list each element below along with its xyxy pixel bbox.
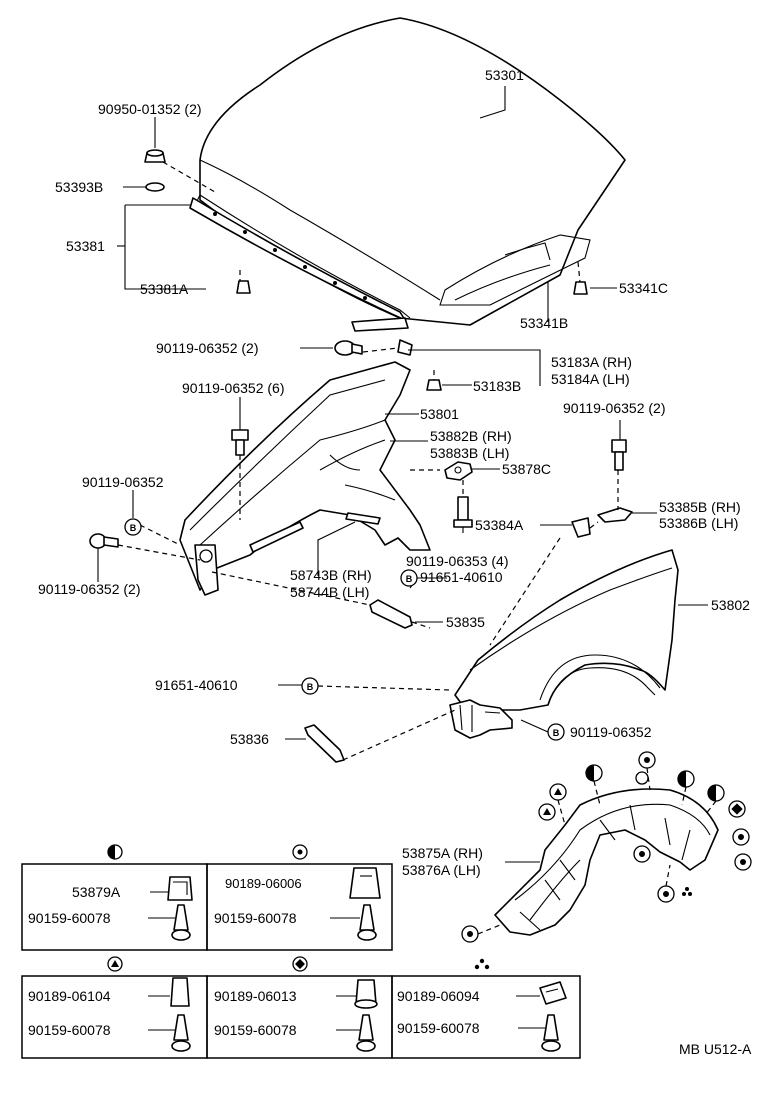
- label-bracket-a: 53384A: [475, 517, 524, 533]
- hood-pad: [351, 317, 409, 332]
- b-symbol-mid: B: [400, 569, 418, 587]
- brace-clip: [426, 379, 442, 391]
- b-symbol-right: B: [547, 723, 565, 741]
- label-brace-b: 53183B: [473, 378, 521, 394]
- svg-text:B: B: [307, 682, 314, 692]
- label-screw-dots: 90159-60078: [397, 1020, 480, 1036]
- fastener-table: [21, 863, 581, 1059]
- hood-bumper: [144, 149, 166, 163]
- label-bolt-4: 90119-06353 (4): [406, 553, 508, 569]
- b-symbol-lower: B: [301, 677, 319, 695]
- label-seal-b-rh: 58743B (RH): [290, 567, 372, 583]
- label-hood-pad: 53341B: [520, 315, 568, 331]
- bolt-53878c: [453, 496, 473, 528]
- label-liner-lh: 53876A (LH): [402, 862, 481, 878]
- bolt-front-left: [89, 533, 119, 549]
- label-hood-clip-right: 53341C: [619, 280, 668, 296]
- label-bracket-c: 53878C: [502, 461, 551, 477]
- bracket-53878c: [444, 461, 473, 481]
- label-clip-tri-top: 90189-06104: [28, 988, 111, 1004]
- label-protector-lh: 53386B (LH): [659, 515, 738, 531]
- table-symbols: [107, 844, 490, 972]
- label-bolt-2: 90119-06352 (2): [156, 340, 258, 356]
- stay-53835: [369, 599, 413, 629]
- label-seal-clip: 53381A: [140, 281, 189, 297]
- label-fender: 53802: [711, 597, 750, 613]
- hood-brace: [397, 339, 413, 356]
- bolt-apron-top: [334, 340, 363, 356]
- seal-clip: [236, 280, 251, 294]
- label-stay-a: 53835: [446, 614, 485, 630]
- label-cushion: 53393B: [55, 179, 103, 195]
- apron-front-bracket: [194, 544, 219, 596]
- label-seal-b-lh: 58744B (LH): [290, 584, 369, 600]
- label-screw-half: 90159-60078: [28, 910, 111, 926]
- apron-seal: [249, 521, 304, 553]
- apron-seal-b: [345, 512, 381, 525]
- liner-symbols: [461, 751, 752, 943]
- label-seal-rh: 53882B (RH): [430, 428, 512, 444]
- label-bolt-left-2: 90119-06352 (2): [38, 581, 140, 597]
- leader-lines: [97, 86, 708, 1031]
- label-hood: 53301: [485, 67, 524, 83]
- stay-53836: [304, 724, 345, 763]
- part-labels: 53301 90950-01352 (2) 53393B 53381 53381…: [28, 67, 752, 1057]
- label-clip-sq-top: 90189-06013: [214, 988, 297, 1004]
- label-clip-c-top: 90189-06006: [225, 876, 302, 891]
- label-clip-half-top: 53879A: [72, 884, 121, 900]
- drawing-code: MB U512-A: [679, 1041, 752, 1057]
- label-clip-dots-top: 90189-06094: [397, 988, 480, 1004]
- label-bolt-b-left: 90119-06352: [82, 474, 164, 490]
- label-stay-b: 53836: [230, 731, 269, 747]
- hood-clip-right: [573, 281, 588, 295]
- cushion-washer: [145, 182, 165, 192]
- svg-text:B: B: [553, 728, 560, 738]
- svg-text:B: B: [130, 523, 137, 533]
- fastener-icons: [167, 867, 567, 1052]
- label-seal-lh: 53883B (LH): [430, 445, 509, 461]
- label-bolt-b-right: 90119-06352: [570, 724, 652, 740]
- fender-front-bracket: [449, 699, 513, 739]
- label-protector-rh: 53385B (RH): [659, 499, 741, 515]
- label-screw-sq: 90159-60078: [214, 1022, 297, 1038]
- label-bolt-side-2: 90119-06352 (2): [563, 400, 665, 416]
- b-symbol-left: B: [124, 518, 142, 536]
- label-screw-c: 90159-60078: [214, 910, 297, 926]
- label-brace-rh: 53183A (RH): [551, 354, 632, 370]
- front-fender: [454, 549, 679, 716]
- label-liner-rh: 53875A (RH): [402, 845, 483, 861]
- svg-text:B: B: [406, 574, 413, 584]
- label-seal-strip: 53381: [66, 238, 105, 254]
- hood-panel: [194, 17, 626, 326]
- fender-apron: [179, 361, 431, 591]
- bolt-protector: [611, 439, 627, 471]
- protector-53385b: [597, 507, 633, 523]
- label-hood-bumper: 90950-01352 (2): [98, 101, 202, 117]
- wheel-liner: [494, 788, 719, 936]
- bracket-53384a: [571, 517, 591, 538]
- label-screw-tri: 90159-60078: [28, 1022, 111, 1038]
- dashed-lines: [117, 161, 619, 761]
- label-brace-lh: 53184A (LH): [551, 371, 630, 387]
- label-bolt-6: 90119-06352 (6): [182, 380, 284, 396]
- label-nut-b-2: 91651-40610: [155, 677, 238, 693]
- label-apron: 53801: [420, 406, 459, 422]
- bolt-apron-upright: [231, 429, 249, 456]
- label-nut-b-1: 91651-40610: [420, 569, 503, 585]
